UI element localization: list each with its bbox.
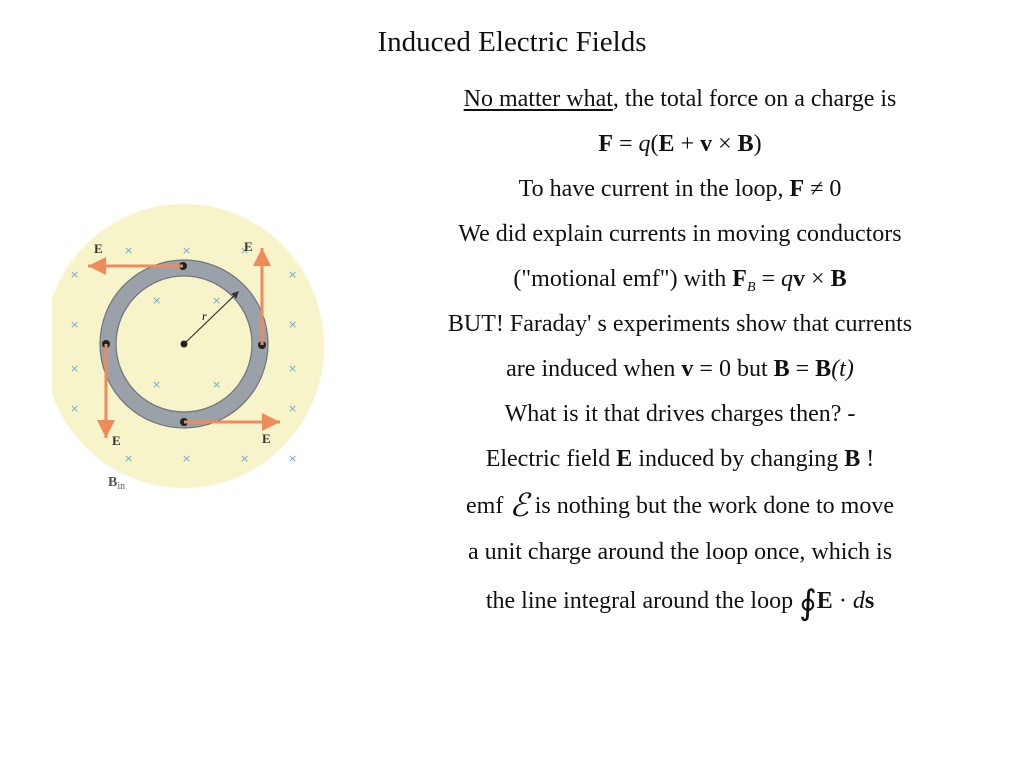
svg-text:×: × bbox=[182, 244, 191, 257]
line-faraday-experiments: BUT! Faraday' s experiments show that cu… bbox=[447, 311, 913, 337]
svg-text:×: × bbox=[288, 318, 297, 331]
svg-text:×: × bbox=[288, 452, 297, 465]
b-in-label: Bin bbox=[108, 475, 125, 492]
line-moving-conductors: We did explain currents in moving conduc… bbox=[458, 221, 902, 247]
e-label-bottom-left: E bbox=[112, 433, 121, 448]
svg-text:×: × bbox=[288, 268, 297, 281]
svg-text:×: × bbox=[288, 362, 297, 375]
svg-text:×: × bbox=[240, 452, 249, 465]
line-what-drives: What is it that drives charges then? - bbox=[504, 401, 856, 427]
svg-text:×: × bbox=[124, 244, 133, 257]
emf-symbol: ℰ bbox=[509, 486, 529, 524]
line-current-condition: To have current in the loop, F ≠ 0 bbox=[518, 176, 842, 202]
radius-arrow bbox=[183, 291, 239, 345]
loop-diagram: × × × × × × × × × × × × × × × × × × × r E E E bbox=[44, 204, 324, 492]
induced-field-figure: × × × × × × × × × × × × × × × × × × × r E E E bbox=[44, 200, 332, 500]
svg-text:×: × bbox=[288, 402, 297, 415]
e-label-top-right: E bbox=[244, 239, 253, 254]
line-total-force: No matter what, the total force on a cha… bbox=[463, 86, 897, 112]
equation-lorentz-force: F = q(E + v × B) bbox=[598, 131, 762, 157]
contour-integral-symbol: ∮ bbox=[799, 585, 817, 622]
line-motional-emf: ("motional emf") with FB = qv × B bbox=[513, 266, 847, 295]
svg-text:×: × bbox=[212, 378, 221, 391]
loop-center-dot bbox=[180, 340, 188, 348]
svg-text:×: × bbox=[240, 244, 249, 257]
svg-text:×: × bbox=[70, 268, 79, 281]
svg-text:×: × bbox=[212, 294, 221, 307]
line-electric-field-induced: Electric field E induced by changing B ! bbox=[485, 446, 875, 472]
line-emf-definition: emf ℰ is nothing but the work done to mo… bbox=[466, 486, 894, 524]
svg-text:×: × bbox=[124, 452, 133, 465]
slide-title: Induced Electric Fields bbox=[377, 26, 647, 58]
svg-text:×: × bbox=[70, 402, 79, 415]
radius-label: r bbox=[202, 309, 207, 323]
e-label-bottom-right: E bbox=[262, 431, 271, 446]
svg-text:×: × bbox=[70, 362, 79, 375]
field-into-page-marks: × × × × × × × × × × × × × × × × × × × bbox=[70, 244, 297, 465]
svg-text:×: × bbox=[152, 378, 161, 391]
svg-text:×: × bbox=[182, 452, 191, 465]
svg-text:×: × bbox=[152, 294, 161, 307]
svg-text:×: × bbox=[70, 318, 79, 331]
line-line-integral: the line integral around the loop ∮E · d… bbox=[485, 585, 875, 622]
line-unit-charge: a unit charge around the loop once, whic… bbox=[467, 539, 893, 565]
line-induced-when: are induced when v = 0 but B = B(t) bbox=[506, 356, 854, 382]
e-label-top-left: E bbox=[94, 241, 103, 256]
